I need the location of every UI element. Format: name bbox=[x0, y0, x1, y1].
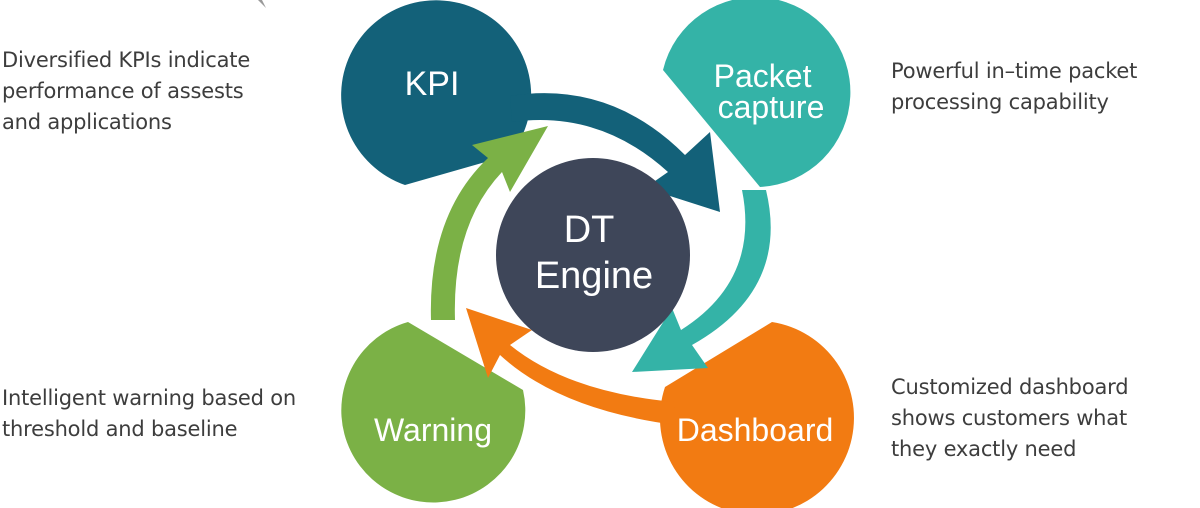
kpi-description-line: and applications bbox=[2, 110, 172, 134]
warning-node-label: Warning bbox=[374, 412, 492, 448]
arrow-warning-to-kpi bbox=[430, 126, 548, 320]
warning-description-line: threshold and baseline bbox=[2, 417, 238, 441]
warning-node-shape bbox=[341, 322, 526, 503]
packet-capture-description-line: Powerful in–time packet bbox=[891, 59, 1138, 83]
packet-capture-node-shape bbox=[663, 0, 851, 187]
dashboard-description-line: they exactly need bbox=[891, 437, 1077, 461]
warning-description-line: Intelligent warning based on bbox=[2, 386, 297, 410]
dashboard-description-line: shows customers what bbox=[891, 406, 1127, 430]
cropped-fragment bbox=[258, 0, 266, 8]
dt-engine-center-circle bbox=[496, 158, 690, 352]
dashboard-description: Customized dashboard shows customers wha… bbox=[891, 372, 1129, 465]
warning-description: Intelligent warning based on threshold a… bbox=[2, 383, 296, 445]
dashboard-node-label: Dashboard bbox=[677, 412, 834, 448]
dashboard-description-line: Customized dashboard bbox=[891, 375, 1129, 399]
dashboard-node-shape bbox=[659, 322, 854, 508]
packet-capture-description: Powerful in–time packet processing capab… bbox=[891, 56, 1137, 118]
packet-capture-node-label: Packet capture bbox=[714, 58, 825, 125]
kpi-description: Diversified KPIs indicate performance of… bbox=[2, 45, 250, 138]
kpi-node-shape bbox=[341, 0, 532, 185]
kpi-description-line: Diversified KPIs indicate bbox=[2, 48, 251, 72]
arrow-dashboard-to-warning bbox=[466, 308, 676, 425]
arrow-packet-capture-to-dashboard bbox=[632, 190, 771, 372]
packet-capture-description-line: processing capability bbox=[891, 90, 1109, 114]
arrow-kpi-to-packet-capture bbox=[510, 93, 720, 212]
kpi-description-line: performance of assests bbox=[2, 79, 244, 103]
kpi-node-label: KPI bbox=[405, 65, 460, 103]
dt-engine-label: DT Engine bbox=[535, 209, 653, 297]
